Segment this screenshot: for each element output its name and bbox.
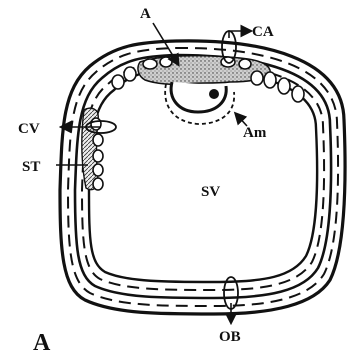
embryo-node (209, 89, 219, 99)
label-sv: SV (201, 184, 220, 200)
label-a: A (140, 6, 151, 22)
embryonic-disc (138, 56, 270, 85)
label-ob: OB (219, 329, 241, 345)
label-cv: CV (18, 121, 40, 137)
label-st: ST (22, 159, 40, 175)
label-am: Am (243, 125, 267, 141)
label-ca: CA (252, 24, 274, 40)
panel-label: A (33, 330, 51, 356)
